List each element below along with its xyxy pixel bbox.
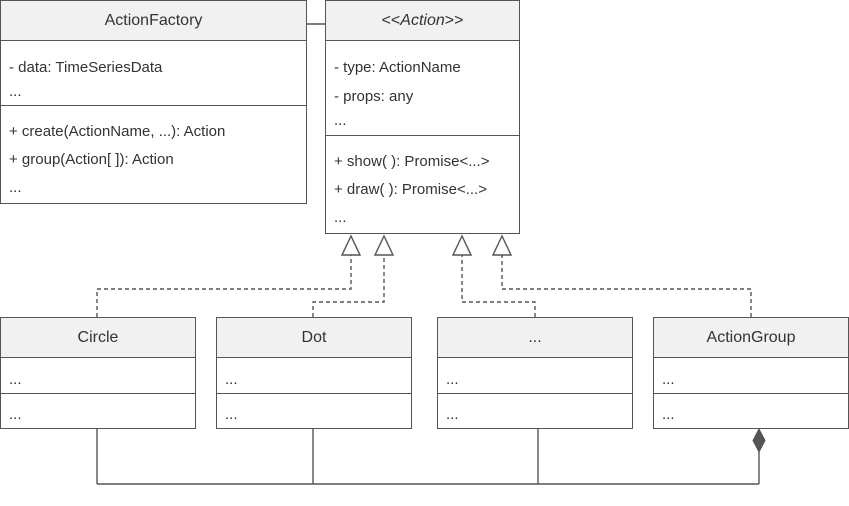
class-name: ... — [528, 328, 542, 346]
realization-dot — [312, 255, 385, 317]
class-action-group-header: ActionGroup — [654, 318, 848, 358]
realization-circle — [96, 255, 352, 317]
composition-diamond — [752, 427, 766, 454]
class-action-factory[interactable]: ActionFactory - data: TimeSeriesData ...… — [0, 0, 307, 204]
attributes-section: - data: TimeSeriesData ... — [1, 41, 306, 105]
realization-action-group — [501, 255, 752, 317]
method: + draw( ): Promise<...> — [334, 181, 487, 198]
method-ellipsis: ... — [662, 406, 675, 423]
class-name: ActionFactory — [104, 11, 203, 29]
attribute-ellipsis: ... — [446, 371, 459, 388]
realization-arrowhead-4 — [491, 234, 513, 256]
attribute-ellipsis: ... — [225, 371, 238, 388]
method: + create(ActionName, ...): Action — [9, 123, 226, 140]
attribute: - props: any — [334, 88, 414, 105]
attribute-ellipsis: ... — [9, 371, 22, 388]
realization-arrowhead-1 — [340, 234, 362, 256]
method-ellipsis: ... — [334, 209, 347, 226]
attribute-ellipsis: ... — [334, 112, 347, 129]
methods-section: + create(ActionName, ...): Action + grou… — [1, 105, 306, 202]
methods-section: ... — [217, 393, 411, 428]
methods-section: ... — [654, 393, 848, 428]
class-name: Dot — [301, 328, 327, 346]
realization-arrowhead-2 — [373, 234, 395, 256]
class-other-header: ... — [438, 318, 632, 358]
class-action-factory-header: ActionFactory — [1, 1, 306, 41]
method: + show( ): Promise<...> — [334, 153, 490, 170]
class-circle-header: Circle — [1, 318, 195, 358]
class-dot[interactable]: Dot ... ... — [216, 317, 412, 429]
method: + group(Action[ ]): Action — [9, 151, 174, 168]
attribute-ellipsis: ... — [662, 371, 675, 388]
class-dot-header: Dot — [217, 318, 411, 358]
realization-other — [461, 255, 536, 317]
class-action-group[interactable]: ActionGroup ... ... — [653, 317, 849, 429]
attribute-ellipsis: ... — [9, 83, 22, 100]
class-other[interactable]: ... ... ... — [437, 317, 633, 429]
attributes-section: - type: ActionName - props: any ... — [326, 41, 519, 135]
methods-section: + show( ): Promise<...> + draw( ): Promi… — [326, 135, 519, 232]
method-ellipsis: ... — [9, 406, 22, 423]
class-action-header: <<Action>> — [326, 1, 519, 41]
realization-arrowhead-3 — [451, 234, 473, 256]
methods-section: ... — [1, 393, 195, 428]
method-ellipsis: ... — [225, 406, 238, 423]
attribute: - data: TimeSeriesData — [9, 59, 163, 76]
class-name: Action — [400, 11, 445, 29]
class-name: Circle — [77, 328, 119, 346]
class-action[interactable]: <<Action>> - type: ActionName - props: a… — [325, 0, 520, 234]
attribute: - type: ActionName — [334, 59, 461, 76]
attributes-section: ... — [438, 358, 632, 393]
stereotype-close: >> — [444, 11, 464, 29]
class-circle[interactable]: Circle ... ... — [0, 317, 196, 429]
method-ellipsis: ... — [9, 179, 22, 196]
stereotype-open: << — [381, 11, 401, 29]
attributes-section: ... — [1, 358, 195, 393]
class-name: ActionGroup — [706, 328, 796, 346]
methods-section: ... — [438, 393, 632, 428]
attributes-section: ... — [654, 358, 848, 393]
method-ellipsis: ... — [446, 406, 459, 423]
attributes-section: ... — [217, 358, 411, 393]
